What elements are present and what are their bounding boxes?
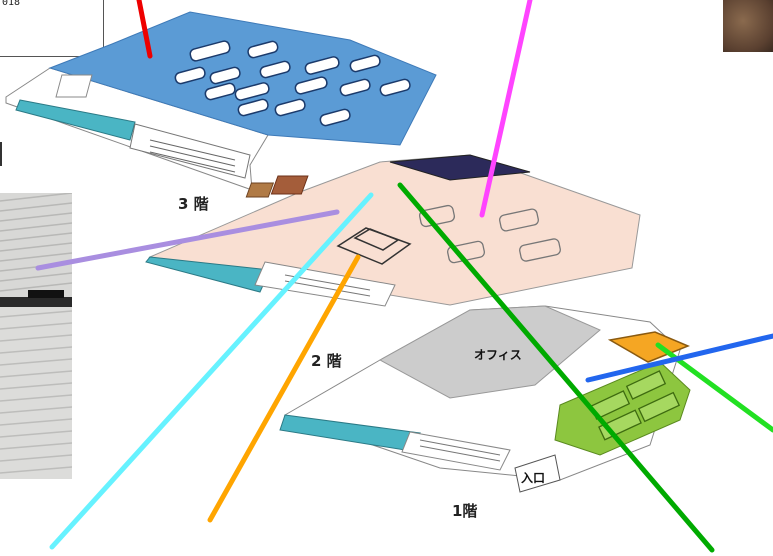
floor-1-office (378, 305, 601, 399)
office-label: オフィス (474, 348, 522, 362)
floor-1-orange-room (607, 331, 690, 363)
wall-photo (0, 193, 72, 479)
note-box: 018 (0, 0, 104, 57)
carpet-photo (723, 0, 773, 52)
line-cyan (49, 192, 374, 550)
floor-1-plan (279, 305, 691, 493)
floor-3-stairs (15, 99, 136, 141)
floor-2-plan (145, 154, 641, 307)
floor-1-label: 1階 (452, 502, 478, 520)
line-green (397, 182, 715, 553)
floor-2-tables (418, 204, 561, 264)
line-purple (35, 209, 340, 271)
floor-3-plan (5, 11, 437, 191)
line-magenta (479, 0, 533, 218)
line-orange (207, 254, 361, 523)
line-blue (585, 333, 773, 383)
line-red (136, 0, 153, 59)
bracket-mark (0, 142, 2, 166)
floor-2-label: 2 階 (311, 352, 342, 370)
floor-3-desks (174, 40, 411, 127)
floor-3-label: 3 階 (178, 195, 209, 213)
leader-lines (35, 0, 773, 553)
note-text: 018 (2, 0, 21, 8)
entrance-label: 入口 (521, 471, 546, 485)
